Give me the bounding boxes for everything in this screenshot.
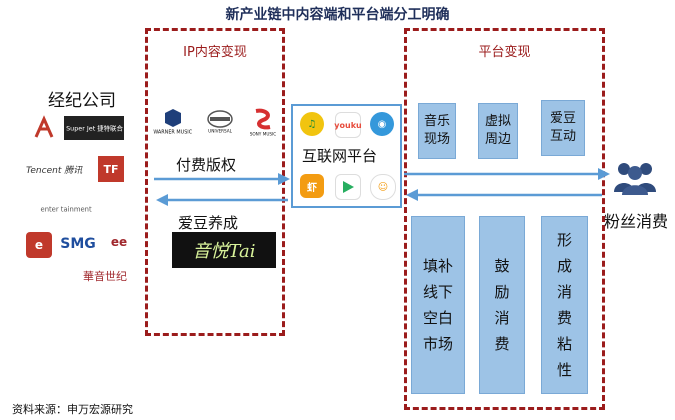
eemedia-logo: ee	[110, 235, 128, 249]
superjet-logo-text: Super Jet 捷特联合	[65, 124, 123, 132]
warner-logo-text: WARNER MUSIC	[153, 129, 193, 135]
qq-music-icon: ♫	[300, 112, 324, 136]
fan-consumption-label: 粉丝消费	[604, 212, 669, 231]
warner-logo: WARNER MUSIC	[153, 104, 193, 140]
universal-logo-mark	[207, 109, 233, 128]
virtual-merch-box-label: 虚拟周边	[484, 114, 511, 147]
sony-logo-mark	[255, 108, 271, 129]
tencent-video-icon-glyph	[343, 181, 354, 193]
platform-apps-top: ♫ youku ◉	[296, 110, 398, 138]
yinyuetai-banner: 音悦Tai	[172, 232, 276, 268]
fill-offline-market-label: 填补线下空白市场	[422, 257, 453, 353]
tencent-logo: Tencent 腾讯	[26, 160, 96, 178]
live-music-box: 音乐现场	[418, 103, 456, 159]
right-arrows	[404, 168, 610, 201]
diagram-title: 新产业链中内容端和平台端分工明确	[225, 7, 450, 23]
encourage-consumption-label: 鼓励消费	[494, 257, 510, 353]
idol-cultivation-label: 爱豆养成	[178, 214, 239, 232]
source-note: 资料来源：申万宏源研究	[12, 403, 133, 416]
people-icon	[614, 163, 656, 195]
idol-interaction-box: 爱豆互动	[541, 100, 585, 156]
taihe-logo: TF	[98, 156, 124, 182]
kugou-icon: ☺	[370, 174, 396, 200]
virtual-merch-box: 虚拟周边	[478, 103, 518, 159]
yinyuetai-banner-text: 音悦Tai	[192, 241, 256, 262]
idol-interaction-box-label: 爱豆互动	[549, 111, 576, 144]
guangxian-logo: e	[26, 232, 52, 258]
platform-apps-bottom: 虾 ☺	[296, 172, 398, 200]
warner-logo-mark	[165, 109, 181, 127]
agency-label: 经纪公司	[48, 91, 116, 111]
huayin-logo-text: 華音世纪	[83, 270, 127, 283]
universal-logo: UNIVERSAL	[200, 106, 240, 138]
fill-offline-market-box: 填补线下空白市场	[411, 216, 465, 394]
huayin-logo: 華音世纪	[70, 266, 140, 286]
sony-logo: SONY MUSIC	[248, 104, 278, 140]
consumption-stickiness-label: 形成消费粘性	[556, 231, 572, 379]
entertainment-logo: enter tainment	[36, 196, 96, 222]
internet-platform-label: 互联网平台	[302, 147, 378, 165]
left-arrows	[154, 173, 290, 206]
agency-logos: Super Jet 捷特联合 Tencent 腾讯 TF enter tainm…	[26, 110, 138, 300]
tencent-logo-text: Tencent 腾讯	[26, 165, 83, 176]
qq-music-icon-glyph: ♫	[307, 118, 317, 130]
tencent-video-icon	[335, 174, 361, 200]
platform-monetization-title: 平台变现	[478, 45, 531, 60]
music-logos: WARNER MUSIC UNIVERSAL SONY MUSIC	[152, 104, 280, 140]
ip-content-title: IP内容变现	[183, 45, 247, 60]
live-music-box-label: 音乐现场	[423, 114, 450, 147]
lehua-logo	[32, 115, 56, 141]
sony-logo-text: SONY MUSIC	[249, 131, 277, 137]
cloud-music-icon: ◉	[370, 112, 394, 136]
platform-monetization-panel	[404, 28, 605, 410]
youku-icon: youku	[334, 112, 362, 138]
xiami-icon: 虾	[300, 174, 324, 198]
consumption-stickiness-box: 形成消费粘性	[541, 216, 588, 394]
encourage-consumption-box: 鼓励消费	[479, 216, 525, 394]
smg-logo: SMG	[60, 236, 96, 252]
lehua-logo-mark	[34, 115, 54, 138]
entertainment-logo-text: enter tainment	[40, 205, 92, 213]
paid-copyright-label: 付费版权	[176, 156, 237, 174]
superjet-logo: Super Jet 捷特联合	[64, 116, 124, 140]
universal-logo-text: UNIVERSAL	[208, 128, 232, 134]
